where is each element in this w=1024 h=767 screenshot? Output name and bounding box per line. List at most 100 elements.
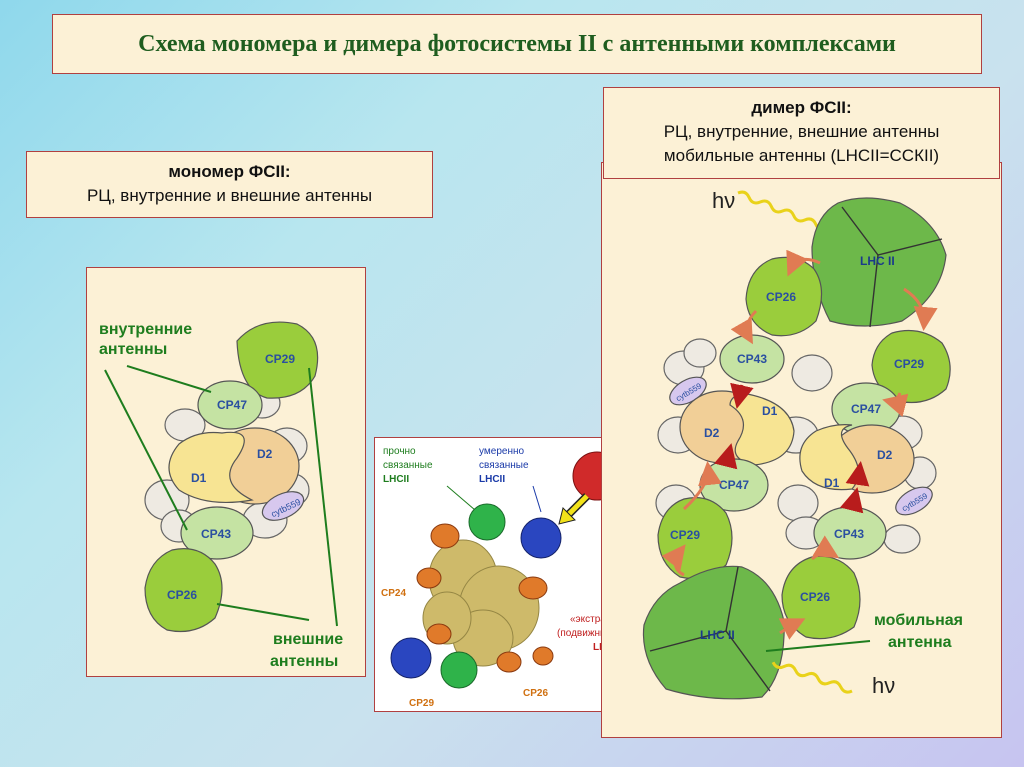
d2-bottom-label: D2 [877, 448, 893, 462]
pointer-line [104, 369, 188, 531]
transfer-arrow [839, 487, 864, 514]
dimer-diagram: hν LHC II CP26 CP29 CP43 cytb559 [642, 188, 963, 700]
strong-lhcii [440, 503, 506, 689]
cp29-left-label: CP29 [670, 528, 700, 542]
d2-top-label: D2 [704, 426, 720, 440]
pointer-line [765, 640, 871, 652]
unlabeled-subunit [777, 484, 819, 522]
pointer-line [308, 367, 338, 627]
d1-bottom-label: D1 [824, 476, 840, 490]
slide-title: Схема мономера и димера фотосистемы II с… [138, 30, 896, 57]
core-complex [422, 539, 540, 667]
energy-arrow [730, 309, 758, 345]
moderate-label-3: LHCII [479, 474, 505, 485]
structure-panel: прочно связанные LHCII умеренно связанны… [374, 437, 631, 712]
dimer-heading: димер ФСII: [751, 98, 852, 117]
unlabeled-subunit [683, 338, 717, 368]
monomer-heading: мономер ФСII: [168, 162, 291, 181]
energy-arrow [786, 249, 821, 277]
moderate-label-2: связанные [479, 460, 529, 471]
title-box: Схема мономера и димера фотосистемы II с… [52, 14, 982, 74]
cp29-label: CP29 [265, 352, 295, 366]
cp29-top-label: CP29 [894, 357, 924, 371]
extra-label-1: «экстра» [570, 614, 612, 625]
strong-label-2: связанные [383, 460, 433, 471]
dimer-label-box: димер ФСII: РЦ, внутренние, внешние анте… [603, 87, 1000, 179]
transfer-arrow [713, 443, 738, 470]
cp43-bottom-label: CP43 [834, 527, 864, 541]
cp47-right-label: CP47 [851, 402, 881, 416]
pointer-line [216, 603, 310, 621]
pointer-line [446, 485, 476, 511]
trimer-divider [649, 630, 727, 652]
minor-antennae [416, 523, 554, 673]
photon-wave-bottom [771, 661, 853, 694]
cytb559-bottom-subunit [895, 486, 933, 516]
cp43-subunit [180, 506, 254, 560]
energy-arrow [682, 461, 722, 511]
inner-antennae-label-2: антенны [99, 341, 167, 358]
cp47-left-label: CP47 [719, 478, 749, 492]
trimer-divider [869, 254, 879, 328]
lhcii-top-label: LHC II [860, 254, 895, 268]
strong-label-3: LHCII [383, 474, 409, 485]
d1-label: D1 [191, 471, 207, 485]
monomer-panel: CP29 CP47 D1 D2 cytb559 CP43 CP26 внутре… [86, 267, 366, 677]
trimer-divider [725, 566, 739, 632]
unlabeled-subunit [791, 354, 833, 392]
inner-antennae-label-1: внутренние [99, 321, 192, 338]
transfer-arrow [845, 461, 870, 487]
cp26-bottom-subunit [781, 555, 861, 640]
moderate-lhcii [390, 517, 562, 679]
monomer-diagram: CP29 CP47 D1 D2 cytb559 CP43 CP26 внутре… [99, 321, 343, 670]
lhcii-bottom-trimer [642, 565, 785, 700]
transfer-arrow [730, 382, 754, 409]
trimer-divider [841, 206, 879, 256]
energy-arrow [811, 535, 840, 561]
cp43-top-label: CP43 [737, 352, 767, 366]
cp26-top-subunit [745, 256, 823, 337]
lhcii-bottom-label: LHC II [700, 628, 735, 642]
monomer-description: РЦ, внутренние и внешние антенны [86, 186, 373, 205]
pointer-line [126, 365, 212, 393]
hv-label-bottom: hν [872, 673, 895, 698]
dimer-description-2: мобильные антенны (LHCII=ССКII) [663, 146, 940, 165]
extra-label-2: (подвижные) [557, 628, 616, 639]
strong-label-1: прочно [383, 446, 416, 457]
energy-arrow [882, 392, 909, 417]
mobile-antenna-label-1: мобильная [874, 612, 963, 629]
cp47-subunit [197, 380, 263, 430]
structure-diagram: прочно связанные LHCII умеренно связанны… [381, 446, 622, 709]
cp26-subunit [144, 548, 223, 633]
hv-label-top: hν [712, 188, 735, 213]
cytb559-subunit [261, 491, 305, 521]
cp24-label: CP24 [381, 588, 406, 599]
mobile-antenna-label-2: антенна [888, 634, 952, 651]
cp26-structure-label: CP26 [523, 688, 548, 699]
yellow-arrow [558, 493, 590, 525]
outer-antennae-label-1: внешние [273, 631, 343, 648]
unlabeled-subunit [883, 524, 921, 554]
energy-arrow [903, 287, 938, 331]
energy-arrow [661, 544, 686, 577]
cp26-bottom-label: CP26 [800, 590, 830, 604]
cp26-label: CP26 [167, 588, 197, 602]
energy-arrow [778, 618, 806, 640]
trimer-divider [877, 238, 943, 256]
cp26-top-label: CP26 [766, 290, 796, 304]
d1-top-label: D1 [762, 404, 778, 418]
outer-antennae-label-2: антенны [270, 653, 338, 670]
dimer-panel: hν LHC II CP26 CP29 CP43 cytb559 [601, 162, 1002, 738]
cp47-label: CP47 [217, 398, 247, 412]
cp29-top-subunit [871, 330, 951, 404]
moderate-label-1: умеренно [479, 446, 524, 457]
pointer-line [532, 485, 542, 513]
dimer-description-1: РЦ, внутренние, внешние антенны [663, 122, 940, 141]
d1-bottom-subunit [799, 424, 860, 491]
d2-label: D2 [257, 447, 273, 461]
monomer-label-box: мономер ФСII: РЦ, внутренние и внешние а… [26, 151, 433, 218]
cp43-label: CP43 [201, 527, 231, 541]
cp29-structure-label: CP29 [409, 698, 434, 709]
trimer-divider [725, 630, 771, 692]
d1-top-subunit [729, 392, 795, 466]
